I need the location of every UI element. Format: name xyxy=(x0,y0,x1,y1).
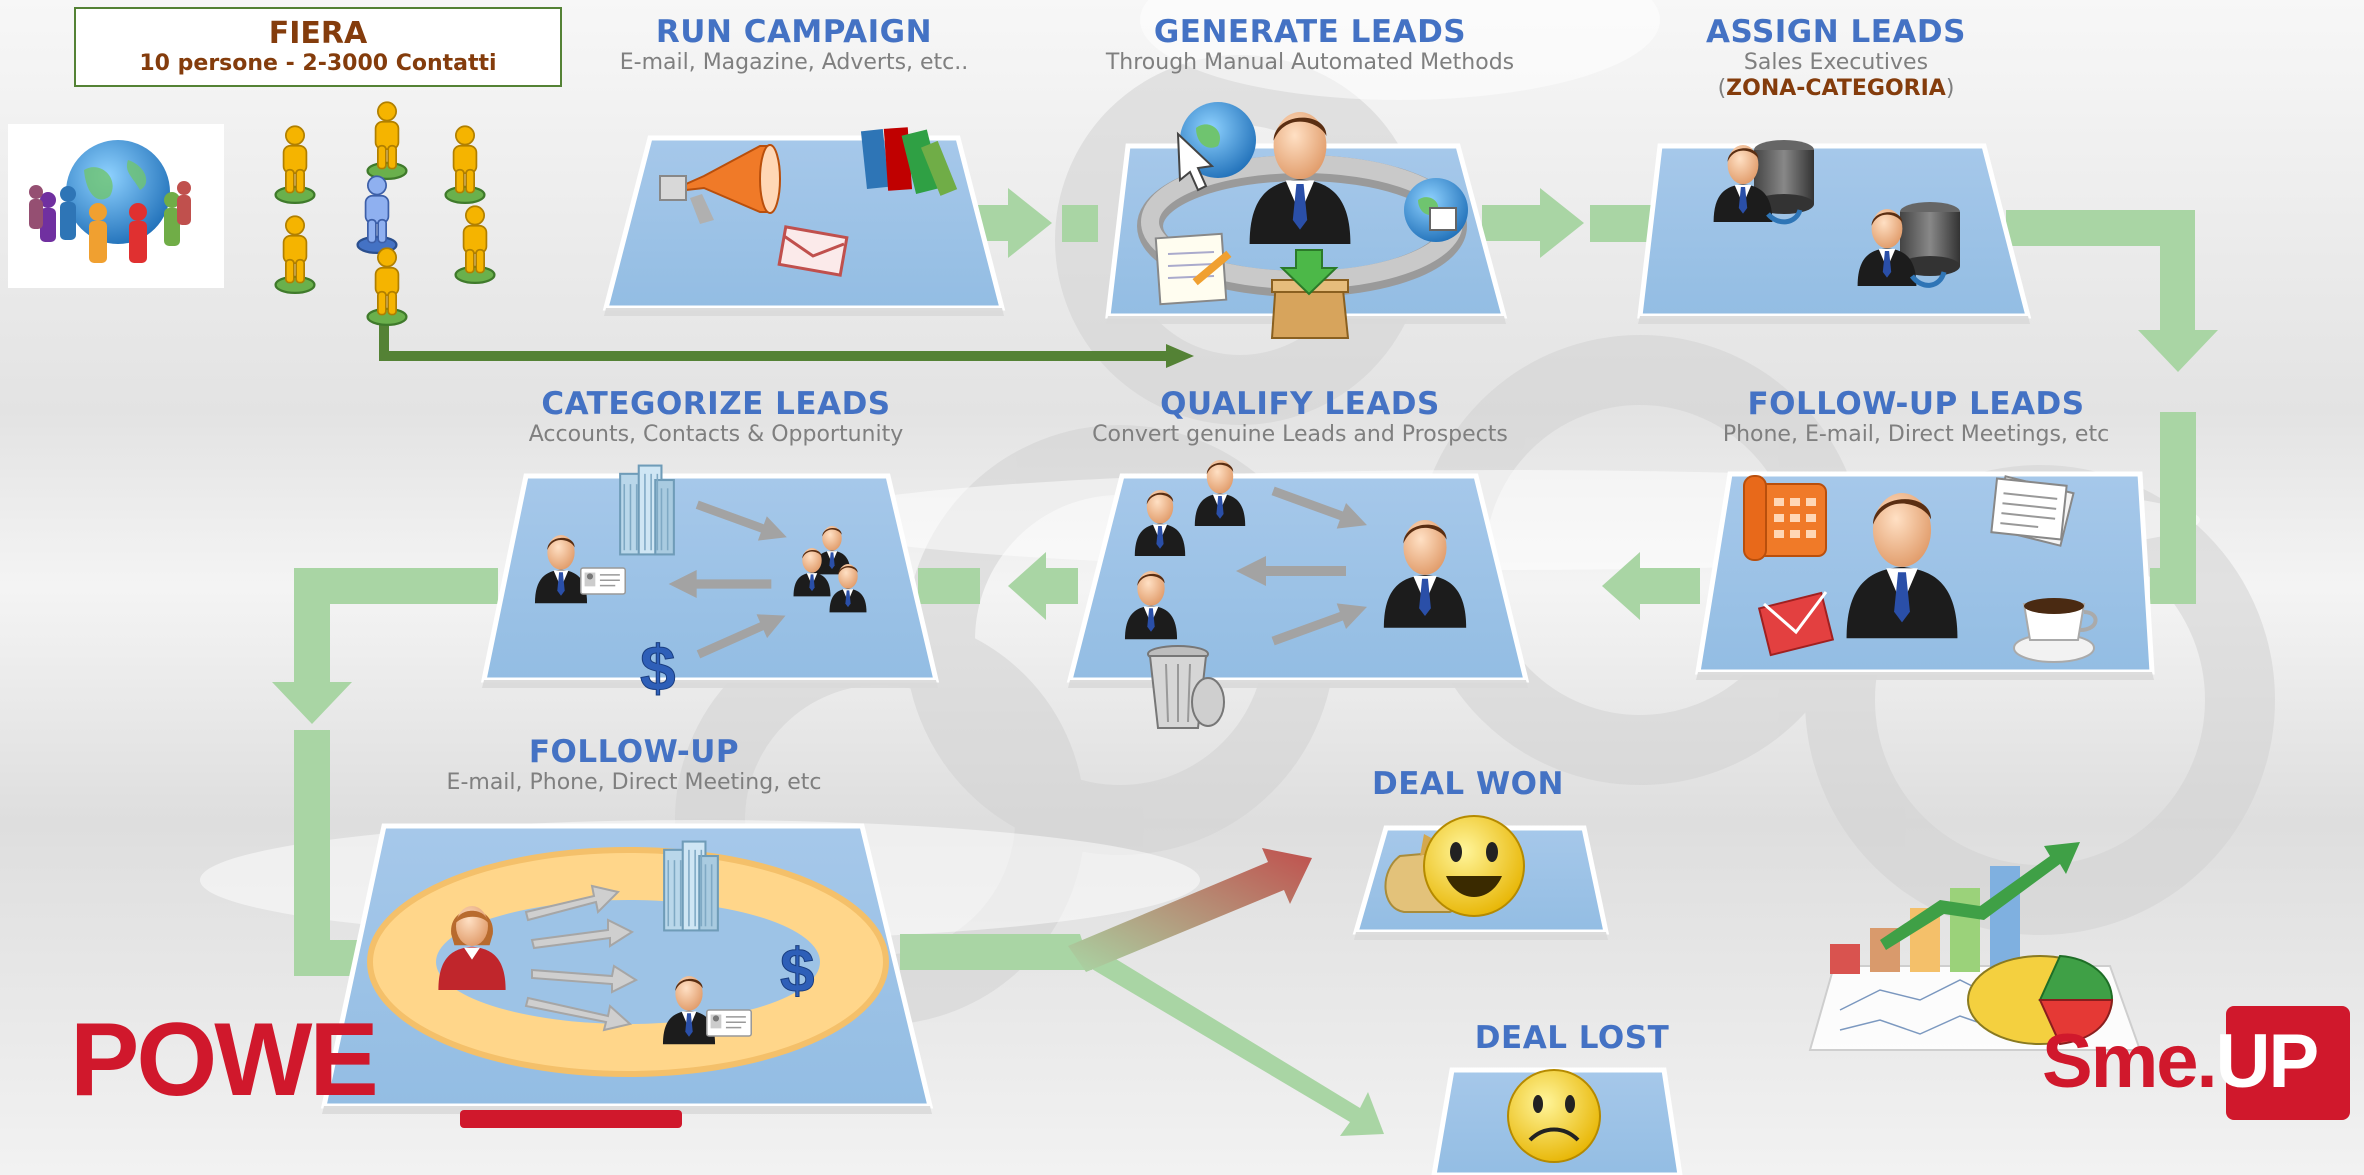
chart-graphics-icon xyxy=(1808,842,2142,1051)
fiera-box: FIERA 10 persone - 2-3000 Contatti xyxy=(74,7,562,87)
fiera-title: FIERA xyxy=(268,16,368,51)
stage-title: DEAL LOST xyxy=(1474,1020,1670,1056)
books-icon xyxy=(860,127,958,196)
stage-subtitle: Sales Executives xyxy=(1743,50,1929,75)
notepad-icon xyxy=(1154,232,1232,306)
stage-qualify-leads: QUALIFY LEADS Convert genuine Leads and … xyxy=(1092,386,1508,448)
brand-logo-left: POWE xyxy=(70,1002,379,1118)
stage-title: DEAL WON xyxy=(1372,766,1564,802)
stage-title: CATEGORIZE LEADS xyxy=(541,386,891,422)
megaphone-icon xyxy=(659,144,781,224)
stage-title: FOLLOW-UP LEADS xyxy=(1747,386,2085,422)
fiera-subtitle: 10 persone - 2-3000 Contatti xyxy=(139,51,497,76)
stage-subtitle: E-mail, Magazine, Adverts, etc.. xyxy=(619,50,969,75)
stage-subtitle: Convert genuine Leads and Prospects xyxy=(1092,422,1508,447)
brand-bar xyxy=(460,1110,682,1128)
flow-path xyxy=(272,188,2218,1136)
svg-text:$: $ xyxy=(780,937,814,1006)
stage-deal-lost: DEAL LOST xyxy=(1475,1020,1669,1056)
envelope-icon xyxy=(1757,591,1835,657)
stage-subtitle: Phone, E-mail, Direct Meetings, etc xyxy=(1722,422,2110,447)
brand-up: UP xyxy=(2215,1019,2320,1104)
business-card-icon xyxy=(580,567,626,595)
stage-follow-up-leads: FOLLOW-UP LEADS Phone, E-mail, Direct Me… xyxy=(1723,386,2109,448)
stage-generate-leads: GENERATE LEADS Through Manual Automated … xyxy=(1106,14,1514,76)
trash-can-icon xyxy=(1147,645,1225,729)
newspaper-icon xyxy=(1990,475,2075,547)
stage-subtitle: E-mail, Phone, Direct Meeting, etc xyxy=(446,770,822,795)
stage-detail: (ZONA-CATEGORIA) xyxy=(1706,76,1966,102)
follow-up-arrows xyxy=(524,884,639,1032)
stage-categorize-leads: CATEGORIZE LEADS Accounts, Contacts & Op… xyxy=(529,386,904,448)
detail-open: ( xyxy=(1717,76,1727,101)
follow-up-ring xyxy=(367,847,889,1077)
envelope-icon xyxy=(777,225,849,277)
smeup-box xyxy=(2226,1006,2350,1120)
stage-deal-won: DEAL WON xyxy=(1372,766,1564,802)
stage-title: RUN CAMPAIGN xyxy=(655,14,933,50)
download-box-icon xyxy=(1270,249,1350,339)
stage-assign-leads: ASSIGN LEADS Sales Executives (ZONA-CATE… xyxy=(1706,14,1966,102)
won-arrow xyxy=(1068,848,1312,972)
detail-close: ) xyxy=(1945,76,1955,101)
database-user-icon xyxy=(1713,140,1960,288)
stage-follow-up: FOLLOW-UP E-mail, Phone, Direct Meeting,… xyxy=(447,734,822,796)
stage-subtitle: Accounts, Contacts & Opportunity xyxy=(528,422,904,447)
brand-logo-right: Sme.UP xyxy=(2042,1012,2320,1112)
coffee-cup-icon xyxy=(2013,598,2098,663)
dollar-icon: $ xyxy=(780,937,815,1007)
smiley-sad-icon xyxy=(1507,1069,1601,1163)
smiley-happy-icon xyxy=(1423,815,1525,917)
platform-qualify-leads xyxy=(1066,473,1530,683)
stage-title: FOLLOW-UP xyxy=(528,734,740,770)
globe-cursor-icon xyxy=(1176,102,1256,192)
globe-people-icon xyxy=(8,124,224,288)
stage-run-campaign: RUN CAMPAIGN E-mail, Magazine, Adverts, … xyxy=(620,14,969,76)
detail-accent: ZONA-CATEGORIA xyxy=(1726,76,1946,101)
globe-calendar-icon xyxy=(1404,178,1468,242)
business-card-icon xyxy=(706,1009,752,1037)
svg-text:$: $ xyxy=(640,632,676,704)
platform-assign-leads xyxy=(1637,143,2032,319)
stage-title: GENERATE LEADS xyxy=(1153,14,1467,50)
brand-sme: Sme. xyxy=(2042,1019,2218,1104)
stage-title: ASSIGN LEADS xyxy=(1706,14,1966,50)
fiera-connector xyxy=(379,318,1194,368)
dollar-icon: $ xyxy=(640,632,677,705)
telephone-icon xyxy=(1743,475,1827,561)
stage-title: QUALIFY LEADS xyxy=(1160,386,1440,422)
stage-subtitle: Through Manual Automated Methods xyxy=(1105,50,1515,75)
